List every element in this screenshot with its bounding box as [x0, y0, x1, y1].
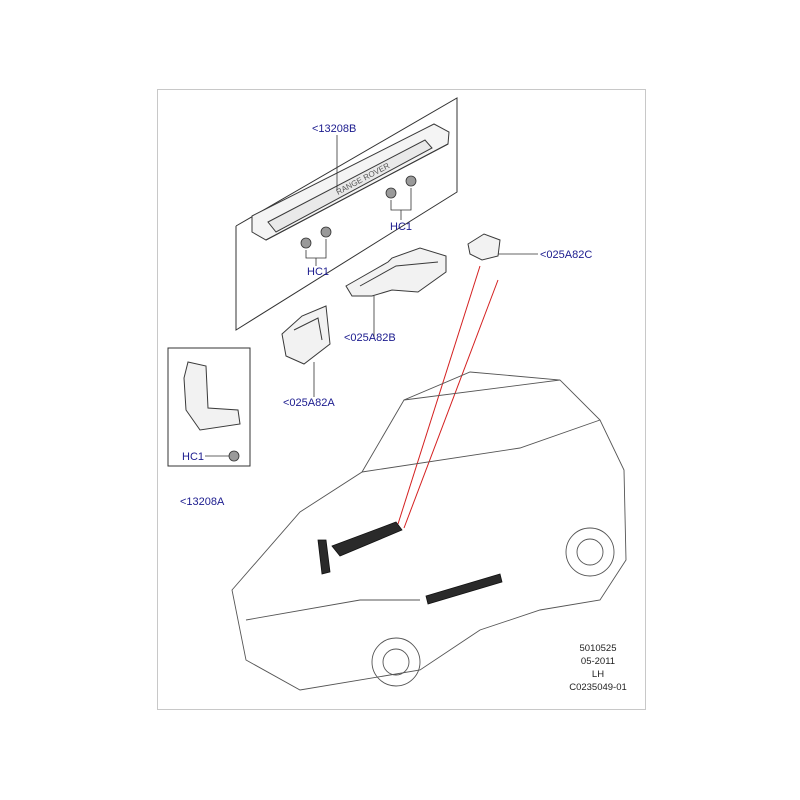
air-duct-b — [345, 247, 447, 297]
air-duct-a — [281, 305, 331, 365]
callout-hc1-middle: HC1 — [307, 266, 330, 278]
sill-finisher-part-a — [183, 361, 241, 431]
upper-assembly-frame — [235, 97, 458, 331]
callout-hc1-lower: HC1 — [182, 451, 205, 463]
installed-parts-highlight — [317, 521, 503, 605]
callout-025a82c: <025A82C — [540, 249, 593, 261]
callout-13208a: <13208A — [180, 496, 225, 508]
callout-13208b: <13208B — [312, 123, 357, 135]
sill-finisher-plate: RANGE ROVER — [251, 123, 450, 241]
clip-fastener-lower — [228, 450, 240, 462]
location-leader-lines — [397, 265, 499, 529]
callout-hc1-upper: HC1 — [390, 221, 413, 233]
callout-025a82a: <025A82A — [283, 397, 335, 409]
diagram-sheet — [157, 89, 646, 710]
clip-fasteners-upper — [300, 175, 417, 249]
reference-number: 5010525 — [579, 643, 617, 654]
reference-block: 5010525 05-2011 LH C0235049-01 — [560, 642, 636, 694]
vehicle-outline — [231, 371, 627, 691]
illustration-id: C0235049-01 — [569, 682, 627, 693]
air-duct-c — [467, 233, 501, 261]
callout-025a82b: <025A82B — [344, 332, 396, 344]
lower-assembly-frame — [167, 347, 251, 467]
clip-leader-lines — [305, 135, 412, 266]
reference-date: 05-2011 — [580, 656, 616, 667]
duct-leader-lines — [313, 253, 538, 397]
reference-side: LH — [591, 669, 605, 680]
